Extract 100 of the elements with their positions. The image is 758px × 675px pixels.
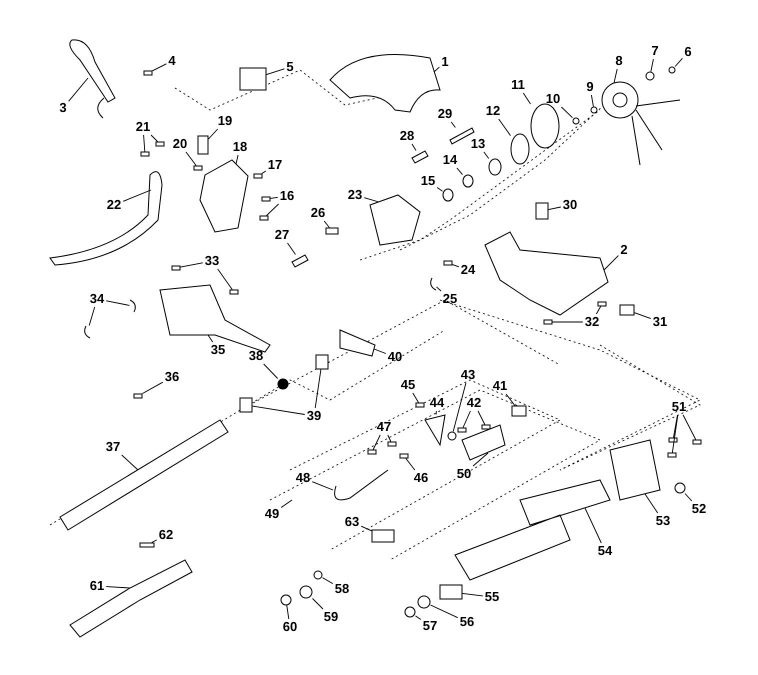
callout-number: 30 — [562, 198, 578, 212]
switch-drawing — [461, 424, 506, 461]
leader-line — [450, 122, 456, 128]
leader-line — [208, 334, 214, 342]
callout-number: 18 — [232, 140, 248, 154]
callout-number: 52 — [690, 502, 708, 516]
bulb-drawing — [198, 136, 208, 154]
gear-drawing — [530, 104, 560, 148]
callout-number: 20 — [172, 137, 188, 151]
callout-number: 60 — [282, 620, 298, 634]
plate-drawing — [199, 159, 249, 233]
callout-number: 51 — [670, 400, 688, 414]
screw-drawing — [156, 142, 164, 146]
plate-drawing — [510, 134, 530, 164]
leader-line — [415, 615, 422, 620]
screw-drawing — [144, 70, 152, 76]
leader-line — [436, 286, 442, 292]
bracket-drawing — [536, 202, 548, 220]
retainer-drawing — [130, 300, 136, 312]
callout-number: 12 — [484, 104, 502, 118]
callout-number: 19 — [216, 114, 234, 128]
screw-drawing — [598, 302, 606, 306]
spacer-drawing — [278, 378, 288, 390]
washer-drawing — [572, 118, 580, 124]
leader-line — [360, 526, 372, 532]
lower-cover-drawing — [484, 231, 609, 316]
callout-number: 4 — [167, 54, 177, 68]
leader-line — [614, 68, 618, 84]
leader-line — [522, 92, 531, 104]
screw-drawing — [458, 428, 466, 432]
leader-line — [236, 154, 239, 164]
callout-number: 47 — [376, 420, 392, 434]
seal-drawing — [418, 596, 430, 608]
leader-line — [322, 577, 334, 584]
housing-drawing — [369, 194, 421, 246]
screw-drawing — [194, 166, 202, 170]
leader-line — [152, 63, 167, 72]
screw-drawing — [368, 450, 376, 454]
intermediate-shaft-drawing — [69, 559, 193, 638]
screw-drawing — [668, 438, 678, 442]
shaft-drawing — [59, 419, 229, 531]
lever-drawing — [69, 39, 116, 118]
leader-line — [263, 364, 278, 379]
leader-line — [280, 500, 292, 508]
screw-drawing — [260, 216, 268, 220]
leader-line — [372, 434, 381, 450]
bracket-drawing — [512, 406, 526, 416]
callout-number: 2 — [619, 243, 629, 257]
nut-drawing — [448, 432, 456, 440]
leader-line — [312, 481, 334, 490]
coil-drawing — [602, 82, 680, 166]
callout-number: 34 — [88, 292, 106, 306]
callout-number: 44 — [428, 396, 446, 410]
bearing-drawing — [488, 158, 502, 176]
leader-line — [436, 187, 443, 192]
leader-line — [142, 382, 164, 394]
leader-line — [186, 152, 197, 166]
leader-line — [674, 58, 683, 67]
leader-line — [266, 204, 280, 216]
screw-drawing — [140, 152, 150, 156]
callout-number: 5 — [285, 60, 295, 74]
leader-line — [266, 68, 285, 76]
spring-drawing — [411, 150, 429, 164]
callout-number: 62 — [158, 528, 174, 542]
bushing-drawing — [240, 398, 252, 412]
bushing-drawing — [316, 354, 328, 370]
nut-drawing — [668, 66, 676, 74]
screw-drawing — [230, 290, 238, 294]
leader-line — [412, 392, 419, 403]
ring-drawing — [314, 570, 322, 580]
leader-line — [560, 106, 573, 118]
callout-number: 1 — [440, 55, 450, 69]
screw-drawing — [262, 196, 270, 202]
clip-drawing — [620, 304, 634, 316]
screw-drawing — [668, 452, 676, 458]
callout-number: 50 — [456, 467, 472, 481]
column-jacket-drawing — [454, 479, 611, 581]
leader-line — [208, 128, 218, 140]
ring-drawing — [646, 72, 654, 80]
leader-line — [150, 134, 158, 142]
callout-number: 45 — [400, 378, 416, 392]
callout-number: 61 — [88, 579, 106, 593]
leader-line — [122, 190, 152, 202]
callout-number: 3 — [58, 101, 68, 115]
leader-line — [364, 197, 380, 202]
callout-number: 46 — [412, 471, 430, 485]
callout-number: 25 — [442, 292, 458, 306]
leader-line — [430, 604, 458, 618]
leader-line — [387, 434, 392, 442]
leader-line — [682, 414, 696, 440]
leader-line — [270, 196, 278, 199]
retainer-drawing — [84, 326, 90, 338]
leader-line — [478, 410, 486, 425]
ring-drawing — [590, 106, 598, 114]
leader-line — [434, 66, 440, 72]
callout-number: 49 — [264, 507, 280, 521]
callout-number: 41 — [492, 379, 508, 393]
leader-line — [596, 306, 602, 314]
screw-drawing — [172, 266, 180, 270]
leader-line — [650, 58, 654, 72]
